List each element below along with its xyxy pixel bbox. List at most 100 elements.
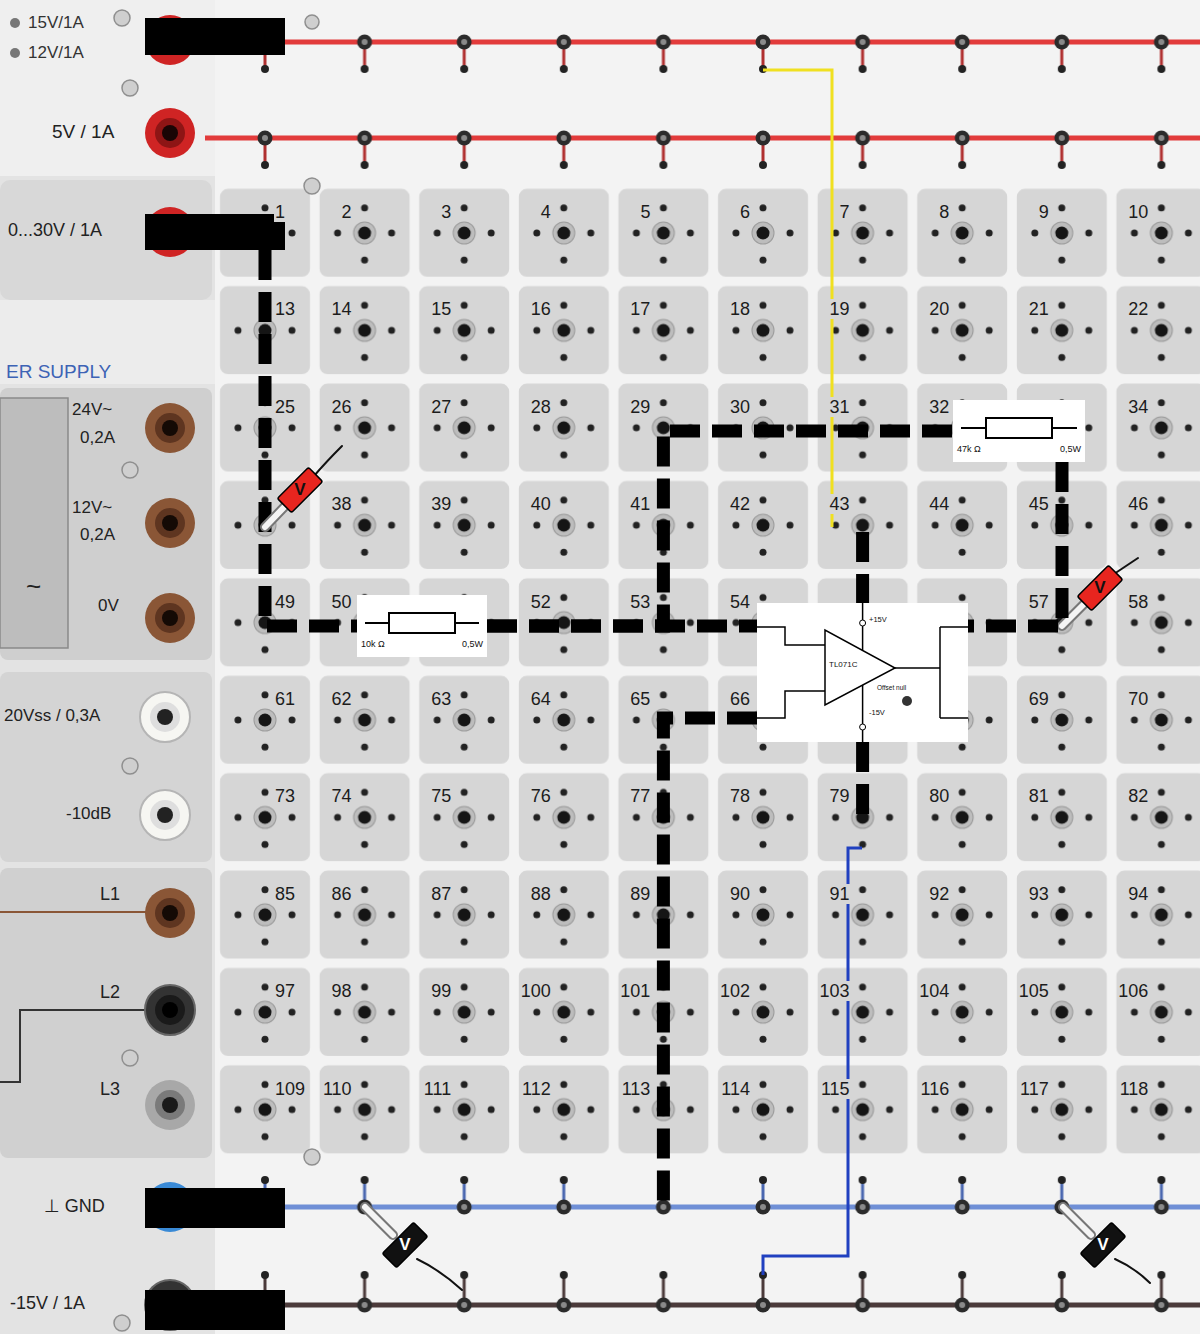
socket-number: 106 (1117, 981, 1149, 1001)
socket-number: 21 (1028, 299, 1050, 319)
socket-number: 85 (274, 884, 296, 904)
banana-socket (145, 593, 195, 643)
socket-number: 78 (729, 786, 751, 806)
resistor-module: 47k Ω0,5W (953, 400, 1085, 462)
board-ground (0, 0, 215, 1334)
supply-wire (763, 70, 832, 527)
banana-socket (162, 125, 178, 141)
socket-number: 99 (430, 981, 452, 1001)
opamp-module: +15VTL071COffset null-15V (757, 603, 968, 742)
banana-socket (145, 403, 195, 453)
socket-number: 113 (621, 1079, 652, 1099)
socket-number: 54 (729, 592, 751, 612)
socket-number: 39 (430, 494, 452, 514)
panel-label: 0...30V / 1A (8, 220, 102, 241)
socket-number: 82 (1127, 786, 1149, 806)
banana-socket (140, 790, 190, 840)
screw (114, 10, 320, 1331)
voltage-probe: V (1081, 1223, 1125, 1267)
resistor-module: 10k Ω0,5W (357, 595, 487, 657)
socket-number: 1 (274, 202, 286, 222)
banana-socket (145, 108, 195, 158)
socket-number: 32 (928, 397, 950, 417)
socket-number: 77 (629, 786, 651, 806)
socket-number: 116 (919, 1079, 950, 1099)
socket-number: 88 (530, 884, 552, 904)
panel-label: ER SUPPLY (6, 361, 111, 383)
probe-lead (314, 446, 342, 476)
socket-number: 75 (430, 786, 452, 806)
voltage-probe: V (383, 1223, 427, 1267)
lead-bar (145, 214, 285, 250)
panel-label: -10dB (66, 804, 111, 824)
banana-socket (157, 807, 173, 823)
screw (305, 15, 319, 29)
socket-number: 114 (720, 1079, 751, 1099)
banana-socket (155, 1090, 185, 1120)
banana-socket (150, 702, 180, 732)
socket-number: 117 (1019, 1079, 1050, 1099)
component-label: 0,5W (1060, 445, 1081, 455)
wire-link (856, 742, 869, 817)
banana-socket (157, 709, 173, 725)
voltage-probe: V (1078, 566, 1122, 610)
socket-number: 7 (839, 202, 851, 222)
supply-panel (0, 388, 212, 660)
supply-wire (763, 848, 862, 1275)
component-label: 10k Ω (361, 640, 385, 650)
socket-number: 6 (739, 202, 751, 222)
opamp-symbol (895, 667, 940, 669)
socket-number: 2 (341, 202, 353, 222)
socket-number: 87 (430, 884, 452, 904)
socket-number: 25 (274, 397, 296, 417)
voltage-probe: V (278, 468, 322, 512)
opamp-symbol (939, 627, 941, 718)
socket-number: 109 (274, 1079, 306, 1099)
socket-number: 93 (1028, 884, 1050, 904)
component-label: Offset null (877, 684, 906, 691)
panel-label: ⊥ GND (44, 1196, 105, 1217)
wire-connector (968, 462, 1062, 626)
screw (114, 10, 130, 26)
socket-number: 94 (1127, 884, 1149, 904)
panel-label: 0,2A (80, 428, 115, 448)
probe-lead (417, 1259, 462, 1290)
banana-socket (162, 1002, 178, 1018)
component-label: +15V (869, 616, 887, 624)
lead-bar (145, 18, 285, 1330)
indicator-dots (10, 18, 20, 58)
opamp-symbol (825, 630, 895, 705)
component-label: TL071C (829, 661, 857, 670)
panel-label: 15V/1A (28, 13, 84, 33)
supply-panel (0, 180, 215, 1158)
socket-number: 118 (1119, 1079, 1150, 1099)
banana-socket (155, 995, 185, 1025)
banana-socket (155, 603, 185, 633)
socket-number: 61 (274, 689, 296, 709)
socket-number: 5 (639, 202, 651, 222)
opamp-symbol (757, 603, 968, 742)
socket-number: 63 (430, 689, 452, 709)
opamp-symbol (940, 626, 968, 628)
socket-number: 112 (521, 1079, 552, 1099)
screw (122, 758, 138, 774)
socket-number: 27 (430, 397, 452, 417)
socket-number: 41 (629, 494, 651, 514)
supply-panel (0, 398, 68, 648)
socket-number: 29 (629, 397, 651, 417)
banana-socket (150, 800, 180, 830)
opamp-symbol (860, 724, 866, 730)
lead-bar (145, 1188, 285, 1228)
probe-lead (365, 1207, 393, 1235)
socket-number: 69 (1028, 689, 1050, 709)
socket-number: 64 (530, 689, 552, 709)
indicator-dots (10, 18, 20, 28)
probe-letter: V (1081, 1223, 1125, 1267)
banana-socket (162, 1097, 178, 1113)
probe-letter: V (383, 1223, 427, 1267)
socket-number: 73 (274, 786, 296, 806)
socket-number: 34 (1127, 397, 1149, 417)
socket-number: 22 (1127, 299, 1149, 319)
